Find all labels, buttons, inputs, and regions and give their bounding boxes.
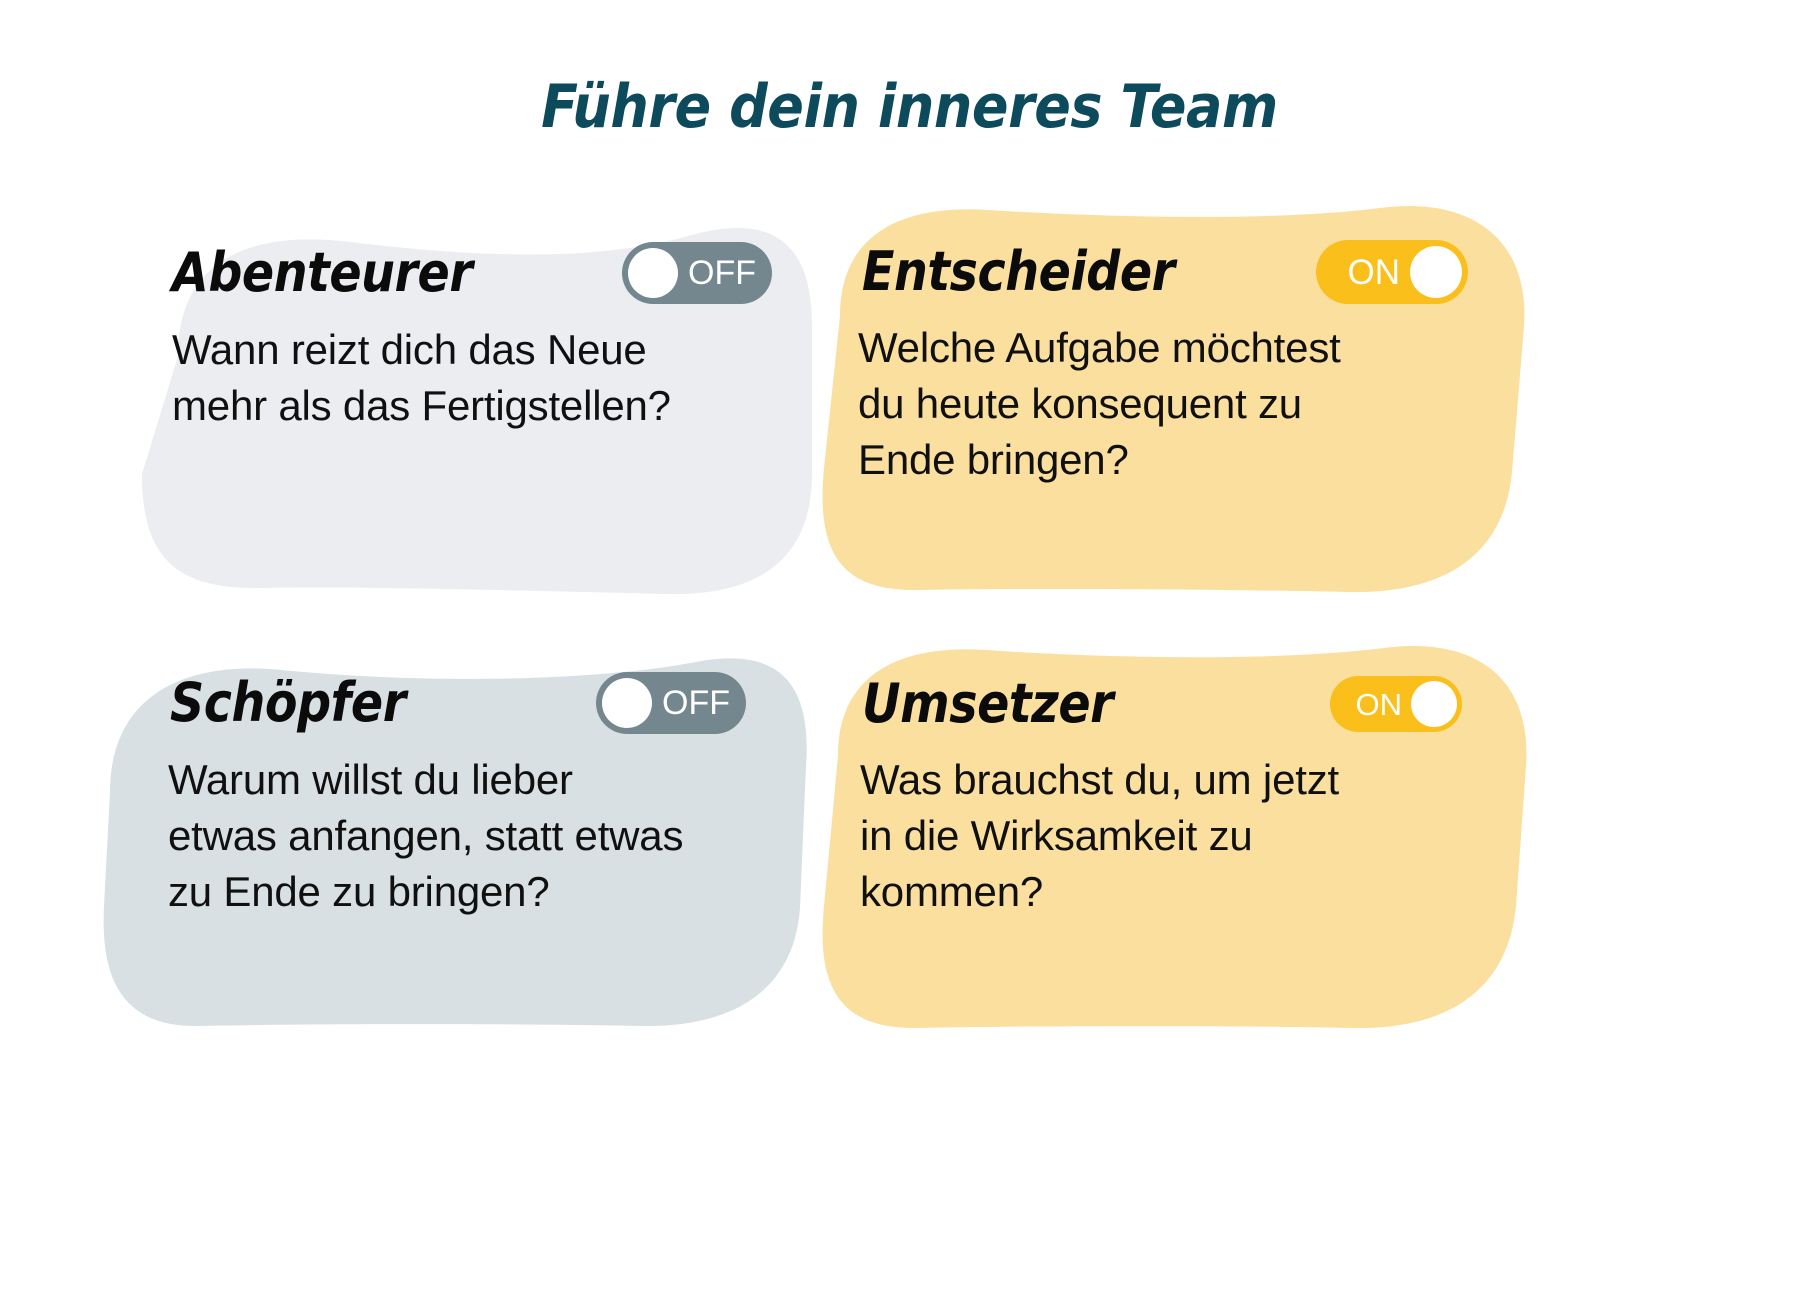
toggle-state-label: ON — [1355, 686, 1403, 722]
card-blob-shape — [103, 658, 807, 1027]
card-abenteurer: Abenteurer OFF Wann reizt dich das Neue … — [112, 206, 812, 596]
card-question-schoepfer: Warum willst du lieber etwas anfangen, s… — [168, 756, 684, 915]
toggle-state-label: OFF — [688, 254, 756, 292]
card-header-entscheider: Entscheider ON — [862, 240, 1468, 304]
page-title: Führe dein inneres Team — [541, 72, 1278, 142]
card-title-schoepfer: Schöpfer — [170, 671, 406, 734]
toggle-state-label: OFF — [662, 684, 730, 722]
toggle-knob-icon — [1410, 246, 1462, 298]
card-schoepfer: Schöpfer OFF Warum willst du lieber etwa… — [100, 634, 810, 1028]
card-header-schoepfer: Schöpfer OFF — [170, 672, 746, 734]
card-content: Entscheider ON Welche Aufgabe möchtest d… — [800, 196, 1530, 594]
card-title-abenteurer: Abenteurer — [172, 241, 473, 304]
card-question-entscheider: Welche Aufgabe möchtest du heute konsequ… — [858, 324, 1341, 483]
card-header-abenteurer: Abenteurer OFF — [172, 242, 772, 304]
card-content: Abenteurer OFF Wann reizt dich das Neue … — [112, 206, 812, 596]
toggle-schoepfer[interactable]: OFF — [596, 672, 746, 734]
toggle-state-label: ON — [1347, 252, 1401, 292]
toggle-abenteurer[interactable]: OFF — [622, 242, 772, 304]
card-blob-shape — [142, 228, 812, 595]
toggle-knob-icon — [628, 248, 678, 298]
card-umsetzer: Umsetzer ON Was brauchst du, um jetzt in… — [802, 634, 1532, 1030]
toggle-knob-icon — [1411, 681, 1457, 727]
card-blob-shape — [822, 646, 1527, 1029]
card-content: Umsetzer ON Was brauchst du, um jetzt in… — [802, 634, 1532, 1030]
card-entscheider: Entscheider ON Welche Aufgabe möchtest d… — [800, 196, 1530, 594]
toggle-entscheider[interactable]: ON — [1316, 240, 1468, 304]
card-content: Schöpfer OFF Warum willst du lieber etwa… — [100, 634, 810, 1028]
card-header-umsetzer: Umsetzer ON — [862, 676, 1462, 732]
card-title-umsetzer: Umsetzer — [862, 672, 1114, 735]
toggle-umsetzer[interactable]: ON — [1330, 676, 1462, 732]
card-question-abenteurer: Wann reizt dich das Neue mehr als das Fe… — [172, 326, 671, 429]
card-question-umsetzer: Was brauchst du, um jetzt in die Wirksam… — [860, 756, 1339, 915]
card-title-entscheider: Entscheider — [862, 240, 1175, 303]
toggle-knob-icon — [602, 678, 652, 728]
